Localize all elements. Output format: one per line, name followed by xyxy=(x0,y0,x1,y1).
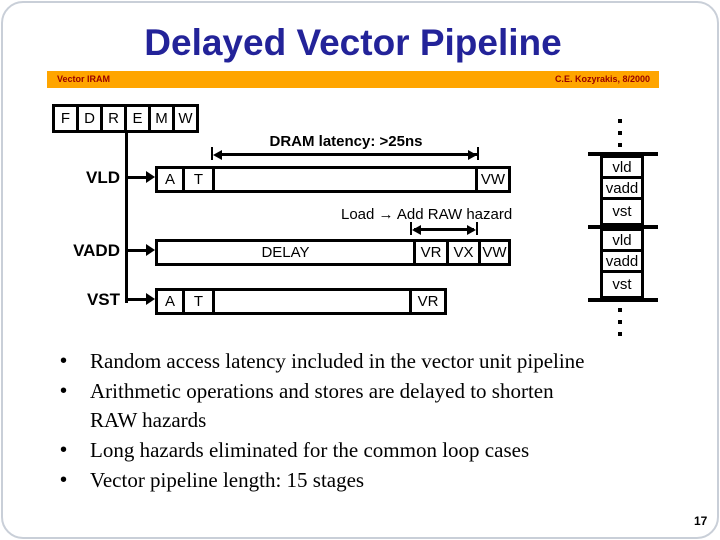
bullet-item: • Vector pipeline length: 15 stages xyxy=(52,466,692,495)
hazard-span-left-tick xyxy=(410,222,412,235)
hazard-span-left-arrowhead-icon xyxy=(412,225,421,235)
vld-cell-memory-latency xyxy=(212,166,478,193)
bullet-item: • Random access latency included in the … xyxy=(52,347,692,376)
bullet-text-line: Arithmetic operations and stores are del… xyxy=(90,379,554,403)
vld-row-label: VLD xyxy=(86,168,120,187)
raw-hazard-label: Load → Add RAW hazard xyxy=(341,206,513,223)
slide-title: Delayed Vector Pipeline xyxy=(144,22,562,63)
header-credit-label: C.E. Kozyrakis, 8/2000 xyxy=(554,74,650,84)
vadd-cell-read: VR xyxy=(413,239,449,266)
vadd-cell-execute: VX xyxy=(446,239,481,266)
vadd-row-label: VADD xyxy=(73,241,120,260)
vst-arrow-line xyxy=(128,298,148,301)
queue-continuation-dot xyxy=(618,308,622,312)
vadd-pipeline-row: DELAY VR VX VW xyxy=(155,239,511,266)
dram-latency-left-tick xyxy=(211,147,213,160)
queue-group-separator xyxy=(588,298,658,302)
bullet-marker: • xyxy=(60,439,68,461)
bullet-marker: • xyxy=(60,380,68,402)
stage-box-f: F xyxy=(52,104,79,133)
vadd-arrowhead-icon xyxy=(146,244,155,256)
vld-pipeline-row: A T VW xyxy=(155,166,511,193)
stage-box-d: D xyxy=(76,104,103,133)
stage-box-r: R xyxy=(100,104,127,133)
vld-arrowhead-icon xyxy=(146,171,155,183)
queue-continuation-dot xyxy=(618,332,622,336)
dram-latency-arrow-line xyxy=(219,153,477,156)
bullet-marker: • xyxy=(60,469,68,491)
vst-cell-translate: T xyxy=(182,288,215,315)
stage-box-w: W xyxy=(172,104,199,133)
vst-cell-delay xyxy=(212,288,412,315)
dram-latency-right-tick xyxy=(477,147,479,160)
bullet-text: Long hazards eliminated for the common l… xyxy=(90,438,530,462)
stage-box-e: E xyxy=(124,104,151,133)
queue-continuation-dot xyxy=(618,119,622,123)
queue-entry-vadd: vadd xyxy=(600,249,644,273)
queue-entry-vst: vst xyxy=(600,197,644,226)
vst-cell-address: A xyxy=(155,288,185,315)
dram-latency-label: DRAM latency: >25ns xyxy=(269,133,423,150)
header-project-label: Vector IRAM xyxy=(57,74,111,84)
bullet-item: • Arithmetic operations and stores are d… xyxy=(52,377,692,435)
stage-box-m: M xyxy=(148,104,175,133)
vadd-cell-writeback: VW xyxy=(478,239,511,266)
bullet-text: Random access latency included in the ve… xyxy=(90,349,585,373)
issue-line xyxy=(125,131,128,303)
scalar-pipeline-stages: F D R E M W xyxy=(52,104,199,133)
vst-cell-read: VR xyxy=(409,288,447,315)
bullet-marker: • xyxy=(60,350,68,372)
vld-cell-writeback: VW xyxy=(475,166,511,193)
queue-entry-vst: vst xyxy=(600,270,644,299)
vadd-arrow-line xyxy=(128,249,148,252)
vst-pipeline-row: A T VR xyxy=(155,288,447,315)
queue-continuation-dot xyxy=(618,143,622,147)
hazard-span-right-tick xyxy=(476,222,478,235)
vld-cell-translate: T xyxy=(182,166,215,193)
bullet-text: Vector pipeline length: 15 stages xyxy=(90,468,365,492)
dram-latency-right-arrowhead-icon xyxy=(468,150,477,160)
bullet-item: • Long hazards eliminated for the common… xyxy=(52,436,692,465)
vst-row-label: VST xyxy=(86,290,120,309)
queue-entry-vadd: vadd xyxy=(600,176,644,200)
queue-continuation-dot xyxy=(618,320,622,324)
vst-arrowhead-icon xyxy=(146,293,155,305)
dram-latency-left-arrowhead-icon xyxy=(213,150,222,160)
queue-group-separator xyxy=(588,152,658,156)
queue-continuation-dot xyxy=(618,131,622,135)
vld-cell-address: A xyxy=(155,166,185,193)
queue-group-separator xyxy=(588,225,658,229)
hazard-span-arrow-line xyxy=(414,228,474,231)
header-bar: Vector IRAM C.E. Kozyrakis, 8/2000 xyxy=(47,71,659,88)
vadd-cell-delay: DELAY xyxy=(155,239,416,266)
page-number: 17 xyxy=(694,514,708,528)
vld-arrow-line xyxy=(128,176,148,179)
bullet-list: • Random access latency included in the … xyxy=(52,347,692,496)
bullet-text-line: RAW hazards xyxy=(90,408,207,432)
hazard-span-right-arrowhead-icon xyxy=(467,225,476,235)
